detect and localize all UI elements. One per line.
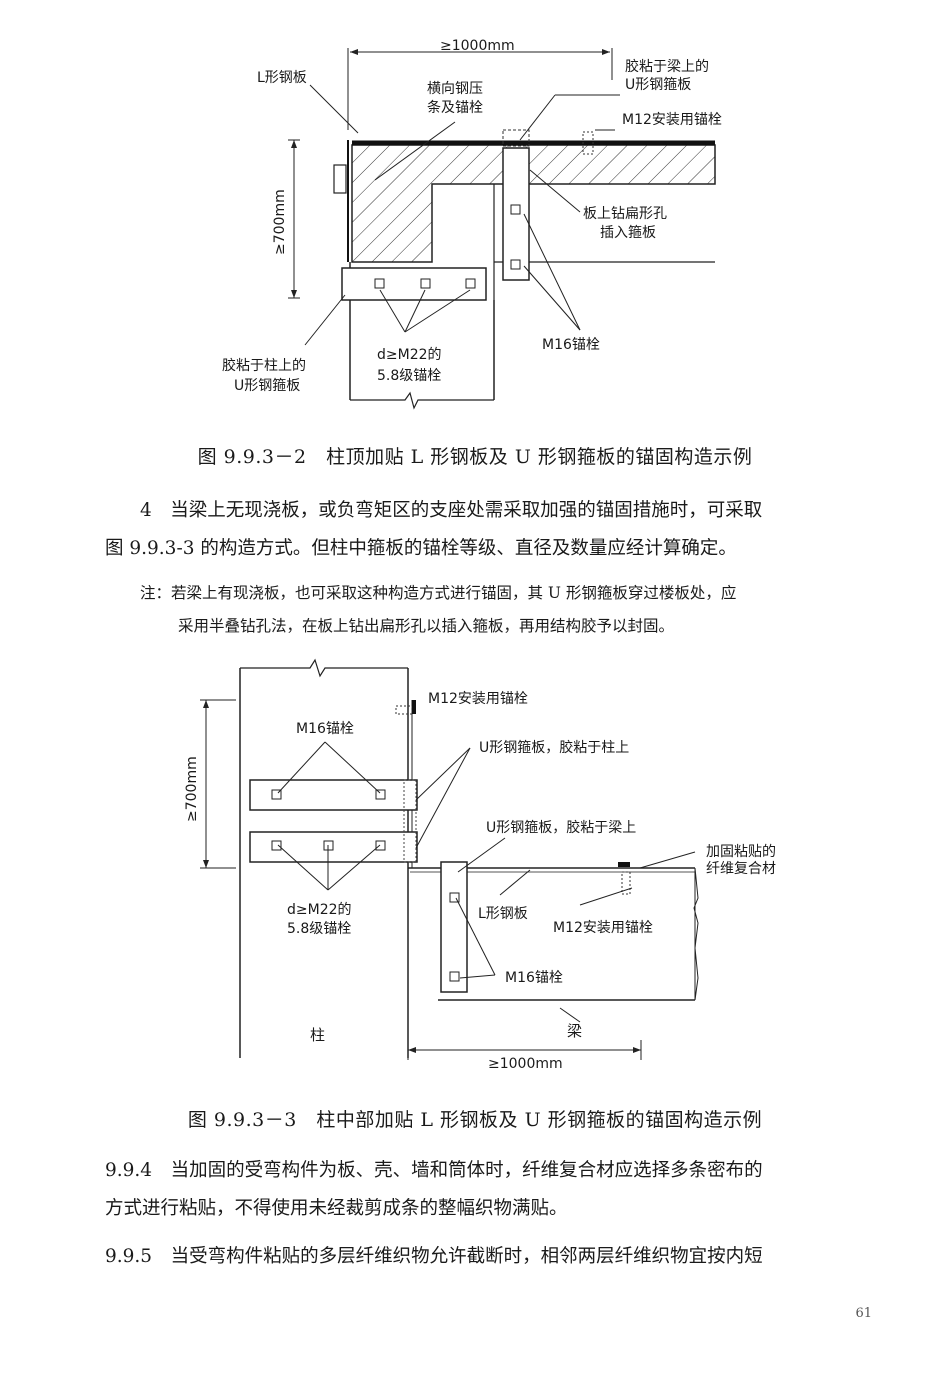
fig2-beam-hoop: [440, 861, 468, 993]
page-number: 61: [855, 1306, 872, 1321]
svg-text:≥1000mm: ≥1000mm: [488, 1056, 563, 1072]
svg-text:M16锚栓: M16锚栓: [296, 721, 354, 737]
svg-text:横向钢压: 横向钢压: [427, 81, 483, 97]
fig1-dim-side: ≥700mm: [272, 189, 288, 255]
svg-text:M12安装用锚栓: M12安装用锚栓: [428, 691, 528, 707]
svg-text:5.8级锚栓: 5.8级锚栓: [377, 368, 441, 384]
svg-text:纤维复合材: 纤维复合材: [706, 860, 776, 877]
svg-text:≥700mm: ≥700mm: [184, 756, 200, 822]
svg-text:U形钢箍板: U形钢箍板: [625, 76, 691, 93]
note: 注：若梁上有现浇板，也可采取这种构造方式进行锚固，其 U 形钢箍板穿过楼板处，应…: [140, 584, 737, 635]
svg-text:5.8级锚栓: 5.8级锚栓: [287, 921, 351, 937]
svg-text:U形钢箍板，胶粘于梁上: U形钢箍板，胶粘于梁上: [486, 819, 636, 836]
figure-1-drawing: ≥1000mm ≥700mm L形钢板 横向钢压 条及锚栓 胶粘于梁上的 U形钢…: [222, 38, 722, 410]
section-9-9-5: 9.9.5 当受弯构件粘贴的多层纤维织物允许截断时，相邻两层纤维织物宜按内短: [105, 1246, 763, 1267]
paragraph-4: 4 当梁上无现浇板，或负弯矩区的支座处需采取加强的锚固措施时，可采取 图 9.9…: [105, 500, 763, 559]
svg-text:d≥M22的: d≥M22的: [377, 347, 442, 363]
svg-text:d≥M22的: d≥M22的: [287, 902, 352, 918]
svg-text:胶粘于梁上的: 胶粘于梁上的: [625, 58, 709, 75]
svg-text:板上钻扁形孔: 板上钻扁形孔: [583, 206, 667, 222]
svg-text:U形钢箍板，胶粘于柱上: U形钢箍板，胶粘于柱上: [479, 739, 629, 756]
svg-text:M12安装用锚栓: M12安装用锚栓: [553, 920, 653, 936]
fig1-dim-top: ≥1000mm: [440, 38, 515, 54]
svg-text:M16锚栓: M16锚栓: [542, 337, 600, 353]
fig2-column-label: 柱: [310, 1026, 325, 1044]
svg-text:M16锚栓: M16锚栓: [505, 970, 563, 986]
fig1-label-l-plate: L形钢板: [257, 70, 307, 86]
svg-text:U形钢箍板: U形钢箍板: [234, 377, 300, 394]
svg-text:M12安装用锚栓: M12安装用锚栓: [622, 112, 722, 128]
section-9-9-4: 9.9.4 当加固的受弯构件为板、壳、墙和筒体时，纤维复合材应选择多条密布的 方…: [105, 1160, 763, 1219]
figure-1-caption: 图 9.9.3－2 柱顶加贴 L 形钢板及 U 形钢箍板的锚固构造示例: [197, 446, 753, 468]
figure-2-caption: 图 9.9.3－3 柱中部加贴 L 形钢板及 U 形钢箍板的锚固构造示例: [187, 1109, 763, 1131]
svg-text:胶粘于柱上的: 胶粘于柱上的: [222, 357, 306, 374]
svg-text:加固粘贴的: 加固粘贴的: [706, 844, 776, 860]
svg-text:条及锚栓: 条及锚栓: [427, 99, 483, 116]
beam-u-hoop-plate: [502, 147, 530, 281]
fig2-beam-label: 梁: [567, 1022, 582, 1040]
svg-text:插入箍板: 插入箍板: [600, 224, 656, 241]
svg-text:L形钢板: L形钢板: [478, 906, 528, 922]
figure-2-drawing: 柱 梁 ≥700mm ≥1000mm: [184, 658, 776, 1072]
